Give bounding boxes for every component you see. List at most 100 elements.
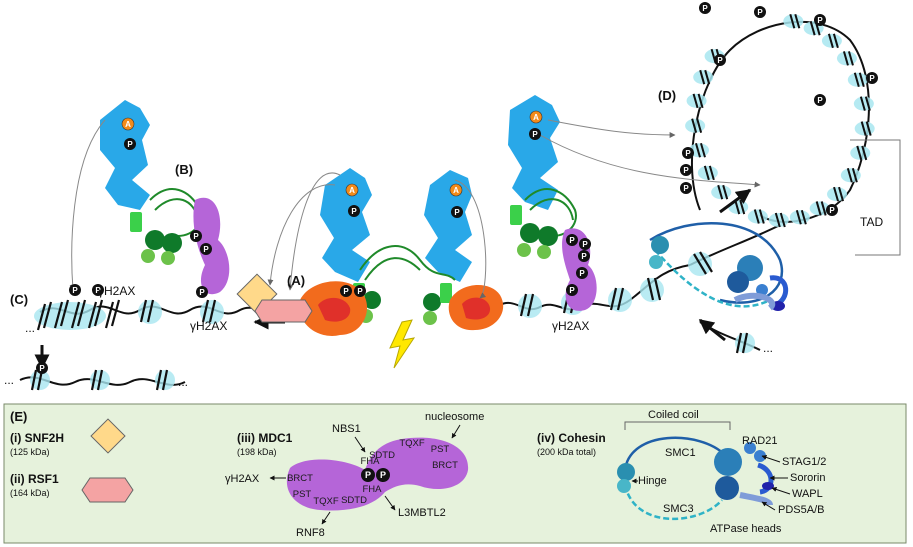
phospho-badge — [754, 6, 766, 18]
phospho-label: P — [569, 236, 575, 245]
cohesin-ring-top — [649, 222, 789, 311]
mdc1-domain: SDTD — [369, 450, 395, 461]
atm-badge-label: A — [453, 186, 459, 195]
cohesin-size: (200 kDa total) — [537, 447, 596, 457]
gh2ax-label-left: γH2AX — [190, 319, 227, 333]
phospho-badge — [451, 206, 463, 218]
mdc1-partner: γH2AX — [225, 473, 260, 485]
phospho-badge — [579, 238, 591, 250]
tad-nucleosome-dna — [809, 20, 816, 36]
snf2h-size: (125 kDa) — [10, 447, 50, 457]
cohesin-name: (iv) Cohesin — [537, 431, 606, 445]
panel-label-b: (B) — [175, 162, 193, 177]
phospho-label: P — [343, 287, 349, 296]
coiled-coil-bracket — [624, 421, 731, 430]
rsf1-size: (164 kDa) — [10, 488, 50, 498]
mdc1-domain: TQXF — [313, 496, 339, 507]
panel-label-d: (D) — [658, 88, 676, 103]
mdc1-size: (198 kDa) — [237, 447, 277, 457]
tad-label: TAD — [860, 215, 883, 229]
panel-label-a: (A) — [287, 273, 305, 288]
tad-nucleosome-dna — [794, 13, 801, 29]
mdc1-domain: TQXF — [399, 438, 425, 449]
tad-nucleosome-dna — [846, 167, 853, 183]
phospho-badge — [196, 286, 208, 298]
phospho-badge — [699, 2, 711, 14]
phospho-label: P — [702, 4, 708, 13]
tad-nucleosome-dna — [695, 142, 701, 158]
cohesin-legend-ring — [617, 436, 774, 521]
tad-nucleosome-dna — [699, 69, 706, 85]
phospho-label: P — [199, 288, 205, 297]
phospho-badge — [680, 182, 692, 194]
mdc1-partner: nucleosome — [425, 411, 484, 423]
ellipsis-right: ... — [763, 341, 773, 355]
tad-nucleosome-dna — [692, 93, 699, 109]
phospho-label: P — [127, 140, 133, 149]
tad-nucleosome-dna — [851, 167, 858, 183]
mdc1-partner: NBS1 — [332, 423, 361, 435]
phospho-label: P — [683, 184, 689, 193]
phospho-badge — [124, 138, 136, 150]
cohesin-part: SMC1 — [665, 447, 696, 459]
phospho-label: P — [579, 269, 585, 278]
tad-nucleosome-dna — [820, 201, 827, 216]
tad-nucleosome-dna — [703, 165, 710, 181]
connector-lines — [69, 119, 761, 299]
phospho-badge — [680, 164, 692, 176]
rsf1-name: (ii) RSF1 — [10, 472, 59, 486]
phospho-label: P — [683, 166, 689, 175]
atm-badge-label: A — [533, 113, 539, 122]
phospho-label: P — [829, 206, 835, 215]
tad-nucleosome-dna — [864, 96, 871, 111]
coiled-coil-proteins — [130, 188, 577, 325]
phospho-label: P — [757, 8, 763, 17]
phospho-label: P — [39, 364, 45, 373]
gh2ax-label-c: γH2AX — [98, 284, 135, 298]
tad-nucleosome-dna — [827, 33, 834, 49]
phospho-badge — [200, 243, 212, 255]
tad-nucleosome-dna — [842, 51, 849, 66]
tad-nucleosome-dna — [815, 201, 822, 216]
phospho-label: P — [380, 470, 386, 480]
tad-nucleosome-dna — [708, 165, 715, 181]
phospho-badge — [348, 205, 360, 217]
atm-badge-label: A — [349, 186, 355, 195]
tad-nucleosome-dna — [697, 93, 704, 109]
tad-nucleosome-dna — [704, 69, 711, 85]
phospho-label: P — [532, 130, 538, 139]
tad-nucleosome-dna — [753, 209, 760, 224]
phospho-badge — [566, 234, 578, 246]
phospho-label: P — [351, 207, 357, 216]
ellipsis-bottom-right: ... — [178, 375, 188, 389]
phospho-badge — [578, 250, 590, 262]
mdc1-partner: L3MBTL2 — [398, 507, 446, 519]
phospho-badge — [566, 284, 578, 296]
phospho-label: P — [72, 286, 78, 295]
cohesin-part: Sororin — [790, 472, 825, 484]
tad-nucleosome-dna — [789, 13, 796, 29]
tad-nucleosome-dna — [853, 72, 860, 88]
phospho-badge — [576, 267, 588, 279]
ellipsis-left: ... — [25, 321, 35, 335]
tad-nucleosome-dna — [758, 209, 765, 224]
nucleosome-array-c — [34, 299, 224, 331]
cohesin-part: PDS5A/B — [778, 504, 824, 516]
phospho-label: P — [685, 149, 691, 158]
phospho-label: P — [95, 286, 101, 295]
mdc1-partner: RNF8 — [296, 527, 325, 539]
tad-nucleosome-dna — [860, 121, 867, 136]
phospho-badge — [190, 230, 202, 242]
cohesin-part: WAPL — [792, 488, 823, 500]
mdc1-domain: BRCT — [287, 473, 313, 484]
phospho-label: P — [365, 470, 371, 480]
phospho-badge — [826, 204, 838, 216]
phospho-badge — [714, 54, 726, 66]
phospho-label: P — [817, 16, 823, 25]
mdc1-name: (iii) MDC1 — [237, 431, 293, 445]
tad-nucleosome-dna — [861, 145, 868, 161]
lightning-bolt-icon — [389, 319, 416, 369]
chromatin-fiber — [34, 224, 781, 331]
tad-nucleosome-dna — [833, 186, 839, 202]
